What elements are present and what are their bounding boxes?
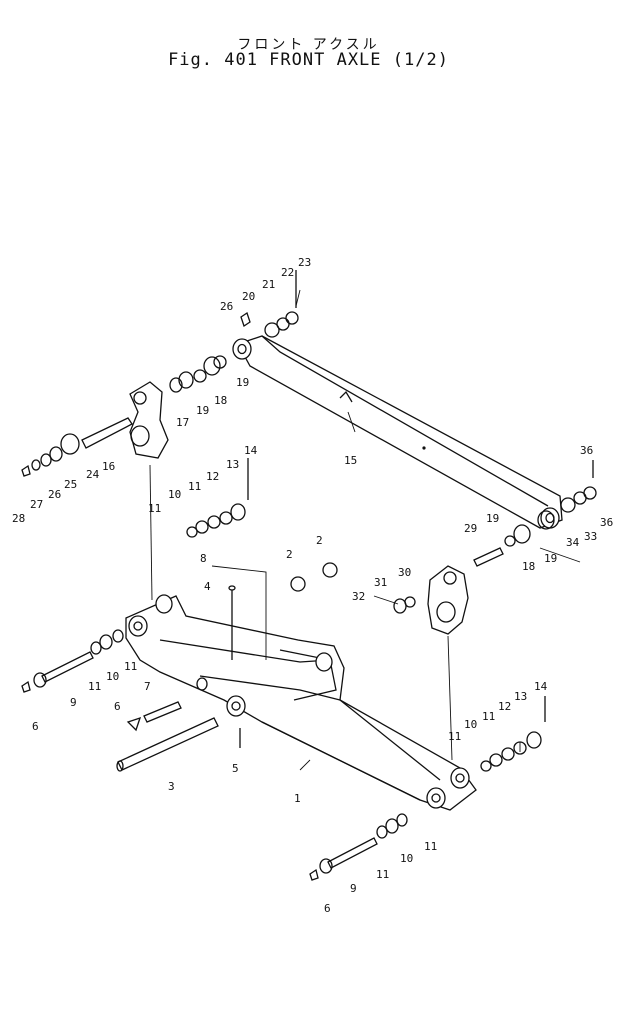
right-lower-fastener-stack (480, 696, 546, 772)
label-11-e: 11 (482, 710, 495, 723)
label-19-d: 19 (544, 552, 557, 565)
snap-rings-and-pins (211, 562, 338, 660)
label-21: 21 (262, 278, 275, 291)
label-7: 7 (144, 680, 151, 693)
right-knuckle (393, 565, 469, 761)
label-18-a: 18 (214, 394, 227, 407)
axle-beam-part-15 (232, 335, 563, 529)
label-18-b: 18 (522, 560, 535, 573)
label-36-right: 36 (600, 516, 613, 529)
label-10-a: 10 (168, 488, 181, 501)
label-11-h: 11 (424, 840, 437, 853)
label-6-a: 6 (32, 720, 39, 733)
label-12-b: 12 (498, 700, 511, 713)
label-30: 30 (398, 566, 411, 579)
label-8: 8 (200, 552, 207, 565)
label-23: 23 (298, 256, 311, 269)
figure-title: Fig. 401 FRONT AXLE (1/2) (168, 50, 449, 70)
label-19-c: 19 (486, 512, 499, 525)
axle-frame-part-1 (125, 594, 477, 811)
leader-lines (295, 289, 581, 771)
label-11-c: 11 (88, 680, 101, 693)
label-12-a: 12 (206, 470, 219, 483)
label-20: 20 (242, 290, 255, 303)
label-2-a: 2 (286, 548, 293, 561)
label-11-b: 11 (148, 502, 161, 515)
label-15: 15 (344, 454, 357, 467)
label-19-b: 19 (196, 404, 209, 417)
label-10-d: 10 (400, 852, 413, 865)
title-japanese: フロント アクスル (237, 37, 380, 53)
label-9-b: 9 (350, 882, 357, 895)
left-bolt-part-9 (21, 629, 124, 693)
pins-3-7 (116, 701, 241, 772)
label-19-a: 19 (236, 376, 249, 389)
right-bolt-part-9 (309, 813, 408, 881)
label-24: 24 (86, 468, 100, 481)
label-11-d: 11 (124, 660, 137, 673)
label-11-a: 11 (188, 480, 201, 493)
label-13-b: 13 (514, 690, 527, 703)
label-4: 4 (204, 580, 211, 593)
label-5: 5 (232, 762, 239, 775)
label-17: 17 (176, 416, 189, 429)
label-32: 32 (352, 590, 365, 603)
label-27: 27 (30, 498, 43, 511)
right-fastener-stack (473, 460, 597, 567)
label-28: 28 (12, 512, 25, 525)
label-34: 34 (566, 536, 580, 549)
left-knuckle-part-17 (21, 355, 227, 477)
top-fastener-stack (240, 270, 299, 338)
label-1: 1 (294, 792, 301, 805)
label-31: 31 (374, 576, 387, 589)
middle-fastener-stack (149, 458, 249, 601)
label-14-a: 14 (244, 444, 258, 457)
label-9-a: 9 (70, 696, 77, 709)
label-36-top: 36 (580, 444, 593, 457)
label-11-g: 11 (376, 868, 389, 881)
label-29: 29 (464, 522, 477, 535)
label-6-c: 6 (324, 902, 331, 915)
label-22: 22 (281, 266, 294, 279)
label-13-a: 13 (226, 458, 239, 471)
label-26-top: 26 (220, 300, 233, 313)
part-number-labels: 23 22 21 20 26 19 18 19 17 16 24 25 26 2… (12, 256, 613, 915)
label-11-f: 11 (448, 730, 461, 743)
label-33: 33 (584, 530, 597, 543)
label-3: 3 (168, 780, 175, 793)
label-26-left: 26 (48, 488, 61, 501)
label-25: 25 (64, 478, 77, 491)
label-2-b: 2 (316, 534, 323, 547)
label-10-c: 10 (464, 718, 477, 731)
label-6-b: 6 (114, 700, 121, 713)
label-16: 16 (102, 460, 115, 473)
label-14-b: 14 (534, 680, 548, 693)
label-10-c-left: 10 (106, 670, 119, 683)
